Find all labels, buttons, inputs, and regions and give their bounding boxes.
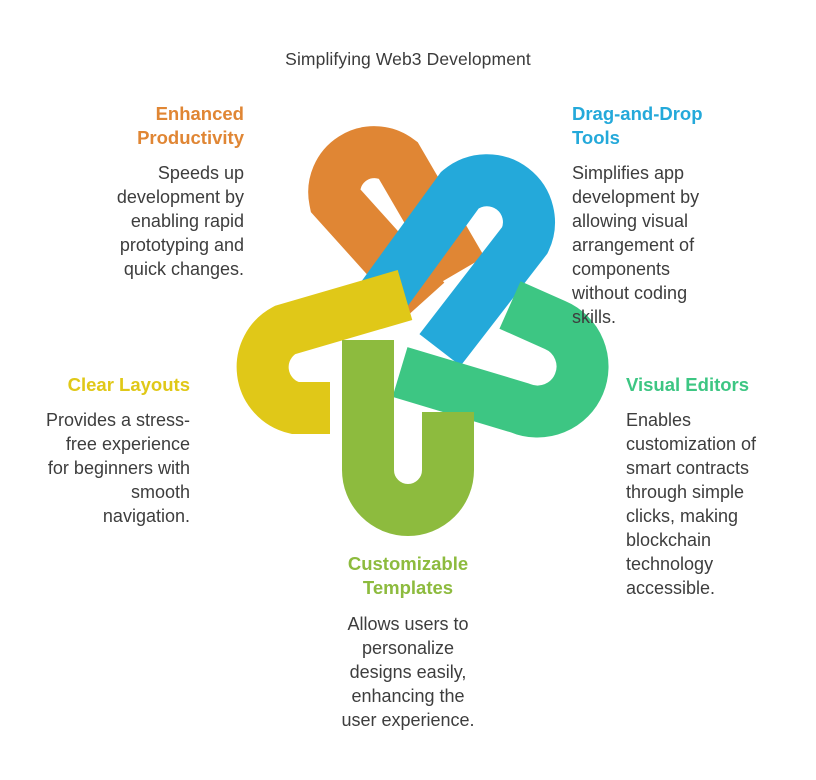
loop-visual-editors bbox=[392, 281, 609, 438]
loop-drag-and-drop bbox=[358, 154, 555, 366]
body-line: smart contracts bbox=[626, 458, 750, 478]
body-line: without coding bbox=[572, 283, 688, 303]
body-line: components bbox=[572, 259, 671, 279]
loop-customizable-templates bbox=[342, 340, 474, 536]
body-line: smooth bbox=[130, 482, 190, 502]
drag-and-drop-heading: Drag-and-Drop Tools bbox=[572, 102, 703, 150]
body-line: blockchain bbox=[626, 530, 712, 550]
body-line: free experience bbox=[65, 434, 190, 454]
body-line: enhancing the bbox=[351, 686, 465, 706]
heading-line: Customizable bbox=[347, 553, 469, 574]
clear-layouts-heading: Clear Layouts bbox=[68, 373, 190, 397]
loop-clear-layouts bbox=[236, 270, 413, 434]
heading-line: Templates bbox=[362, 577, 454, 598]
customizable-templates-description: Allows users to personalize designs easi… bbox=[258, 612, 558, 732]
body-line: Enables bbox=[626, 410, 692, 430]
body-line: Provides a stress- bbox=[45, 410, 190, 430]
body-line: arrangement of bbox=[572, 235, 695, 255]
heading-line: Visual Editors bbox=[626, 374, 750, 395]
heading-line: Clear Layouts bbox=[67, 374, 190, 395]
enhanced-productivity-heading: Enhanced Productivity bbox=[137, 102, 244, 150]
body-line: designs easily, bbox=[349, 662, 467, 682]
loop-enhanced-productivity bbox=[308, 126, 485, 318]
body-line: allowing visual bbox=[572, 211, 689, 231]
body-line: Speeds up bbox=[157, 163, 244, 183]
body-line: development by bbox=[116, 187, 244, 207]
body-line: personalize bbox=[361, 638, 455, 658]
body-line: Simplifies app bbox=[572, 163, 685, 183]
heading-line: Productivity bbox=[137, 127, 244, 148]
body-line: navigation. bbox=[102, 506, 190, 526]
clear-layouts-description: Provides a stress- free experience for b… bbox=[46, 408, 190, 528]
body-line: through simple bbox=[626, 482, 745, 502]
body-line: for beginners with bbox=[47, 458, 190, 478]
heading-line: Enhanced bbox=[155, 103, 244, 124]
heading-line: Tools bbox=[572, 127, 620, 148]
body-line: technology bbox=[626, 554, 714, 574]
body-line: skills. bbox=[572, 307, 616, 327]
body-line: user experience. bbox=[341, 710, 475, 730]
body-line: enabling rapid bbox=[130, 211, 244, 231]
drag-and-drop-description: Simplifies app development by allowing v… bbox=[572, 161, 699, 329]
body-line: customization of bbox=[626, 434, 757, 454]
enhanced-productivity-description: Speeds up development by enabling rapid … bbox=[117, 161, 244, 281]
visual-editors-description: Enables customization of smart contracts… bbox=[626, 408, 756, 600]
body-line: Allows users to bbox=[347, 614, 469, 634]
heading-line: Drag-and-Drop bbox=[572, 103, 703, 124]
body-line: prototyping and bbox=[119, 235, 244, 255]
body-line: development by bbox=[572, 187, 700, 207]
body-line: quick changes. bbox=[123, 259, 244, 279]
customizable-templates-heading: Customizable Templates bbox=[258, 552, 558, 600]
body-line: clicks, making bbox=[626, 506, 739, 526]
diagram-title: Simplifying Web3 Development bbox=[285, 49, 531, 69]
body-line: accessible. bbox=[626, 578, 716, 598]
visual-editors-heading: Visual Editors bbox=[626, 373, 749, 397]
